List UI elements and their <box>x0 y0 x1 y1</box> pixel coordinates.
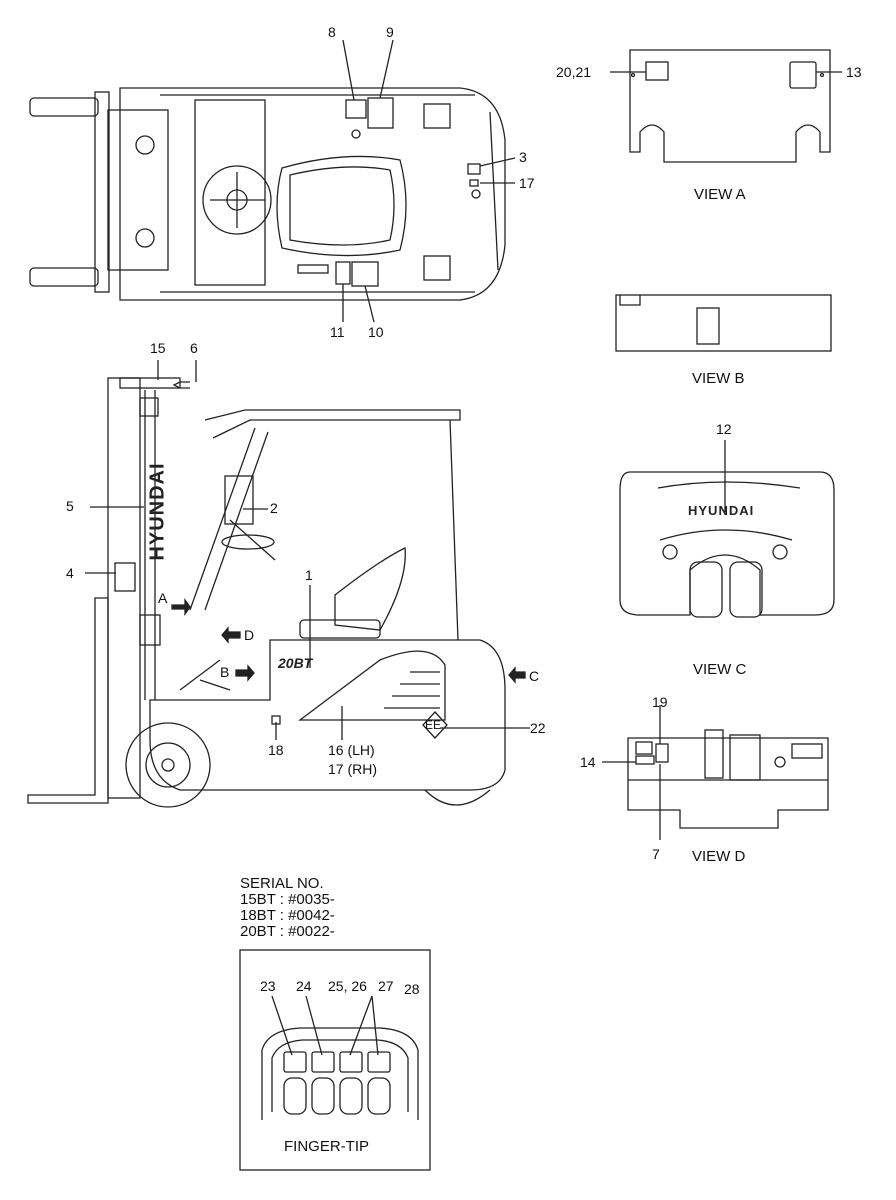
callout-19: 19 <box>652 694 668 710</box>
view-a-caption: VIEW A <box>694 186 746 203</box>
serial-heading: SERIAL NO. <box>240 875 324 892</box>
callout-28: 28 <box>404 981 420 997</box>
view-d-caption: VIEW D <box>692 848 746 865</box>
arrow-label-b: B <box>220 664 230 680</box>
ee-mark-decal: EE <box>425 718 442 732</box>
serial-line-15bt: 15BT : #0035- <box>240 891 335 908</box>
arrow-label-d: D <box>244 627 255 643</box>
arrow-label-a: A <box>158 590 168 606</box>
callout-1: 1 <box>305 567 313 583</box>
serial-number-block: SERIAL NO. 15BT : #0035- 18BT : #0042- 2… <box>240 876 335 940</box>
callout-20-21: 20,21 <box>556 64 592 80</box>
callout-22: 22 <box>530 720 546 736</box>
callout-2: 2 <box>270 500 278 516</box>
side-view-forklift <box>27 360 530 808</box>
callout-27: 27 <box>378 978 394 994</box>
callout-14: 14 <box>580 754 596 770</box>
callout-25-26: 25, 26 <box>328 978 367 994</box>
callout-16-lh: 16 (LH) <box>328 742 375 758</box>
view-a-panel <box>610 49 842 163</box>
finger-tip-caption: FINGER-TIP <box>284 1138 369 1155</box>
callout-10: 10 <box>368 324 384 340</box>
front-brand-decal: HYUNDAI <box>688 503 755 518</box>
view-d-panel <box>602 705 829 840</box>
callout-3: 3 <box>519 149 527 165</box>
serial-line-18bt: 18BT : #0042- <box>240 907 335 924</box>
callout-18: 18 <box>268 742 284 758</box>
callout-9: 9 <box>386 24 394 40</box>
finger-tip-box <box>239 949 431 1171</box>
view-c-panel <box>619 440 835 618</box>
model-badge-decal: 20BT <box>278 655 313 671</box>
callout-7: 7 <box>652 846 660 862</box>
view-c-caption: VIEW C <box>693 661 747 678</box>
callout-15: 15 <box>150 340 166 356</box>
arrow-label-c: C <box>529 668 540 684</box>
top-view-forklift <box>29 39 516 323</box>
mast-brand-decal: HYUNDAI <box>146 462 169 561</box>
callout-17-rh: 17 (RH) <box>328 761 378 777</box>
callout-6: 6 <box>190 340 198 356</box>
callout-5: 5 <box>66 498 74 514</box>
callout-11: 11 <box>330 324 345 340</box>
callout-4: 4 <box>66 565 74 581</box>
callout-24: 24 <box>296 978 312 994</box>
callout-17-top: 17 <box>519 175 535 191</box>
callout-13: 13 <box>846 64 862 80</box>
serial-line-20bt: 20BT : #0022- <box>240 923 335 940</box>
callout-23: 23 <box>260 978 276 994</box>
view-b-caption: VIEW B <box>692 370 745 387</box>
callout-8: 8 <box>328 24 336 40</box>
callout-12: 12 <box>716 421 732 437</box>
view-b-panel <box>615 294 832 352</box>
